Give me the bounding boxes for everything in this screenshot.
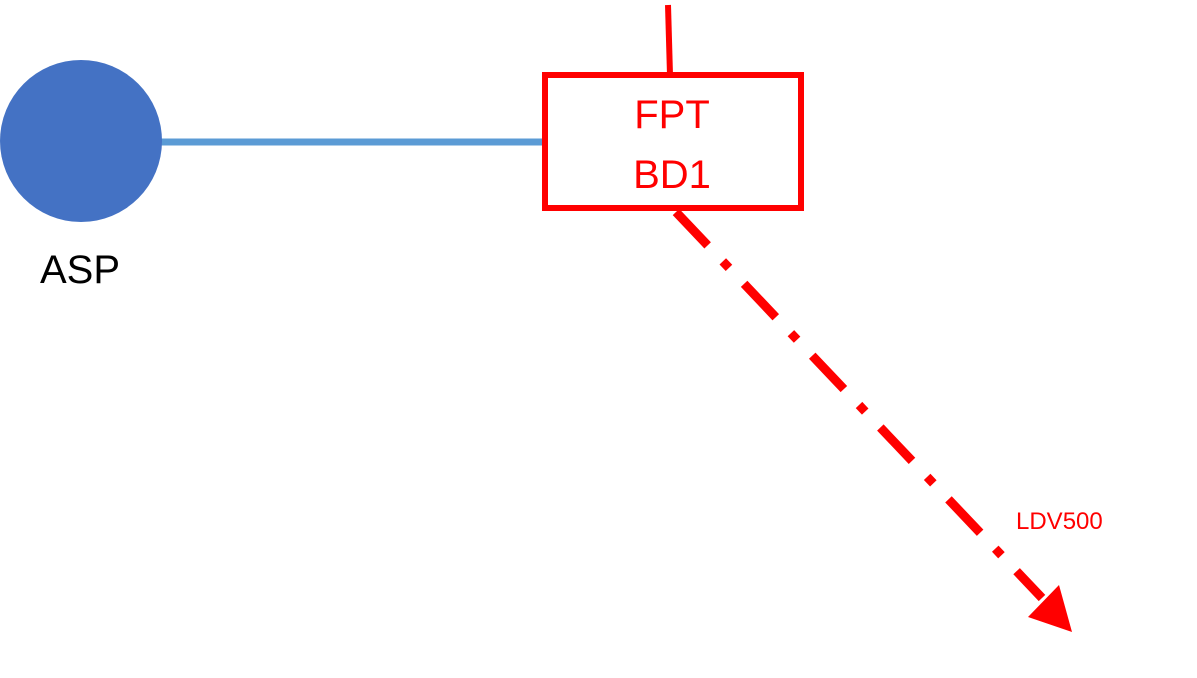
ldv-arrow-label: LDV500 [1016,508,1103,535]
asp-label: ASP [40,248,120,292]
ldv-arrow-shaft [672,208,1046,602]
fpt-top-link [665,4,673,76]
fpt-box-label-line2: BD1 [633,153,711,197]
fpt-box-label-line1: FPT [634,93,710,137]
asp-node[interactable] [0,60,162,222]
ldv-arrow-head-icon [1028,585,1072,632]
fpt-bd1-box[interactable] [542,72,804,211]
